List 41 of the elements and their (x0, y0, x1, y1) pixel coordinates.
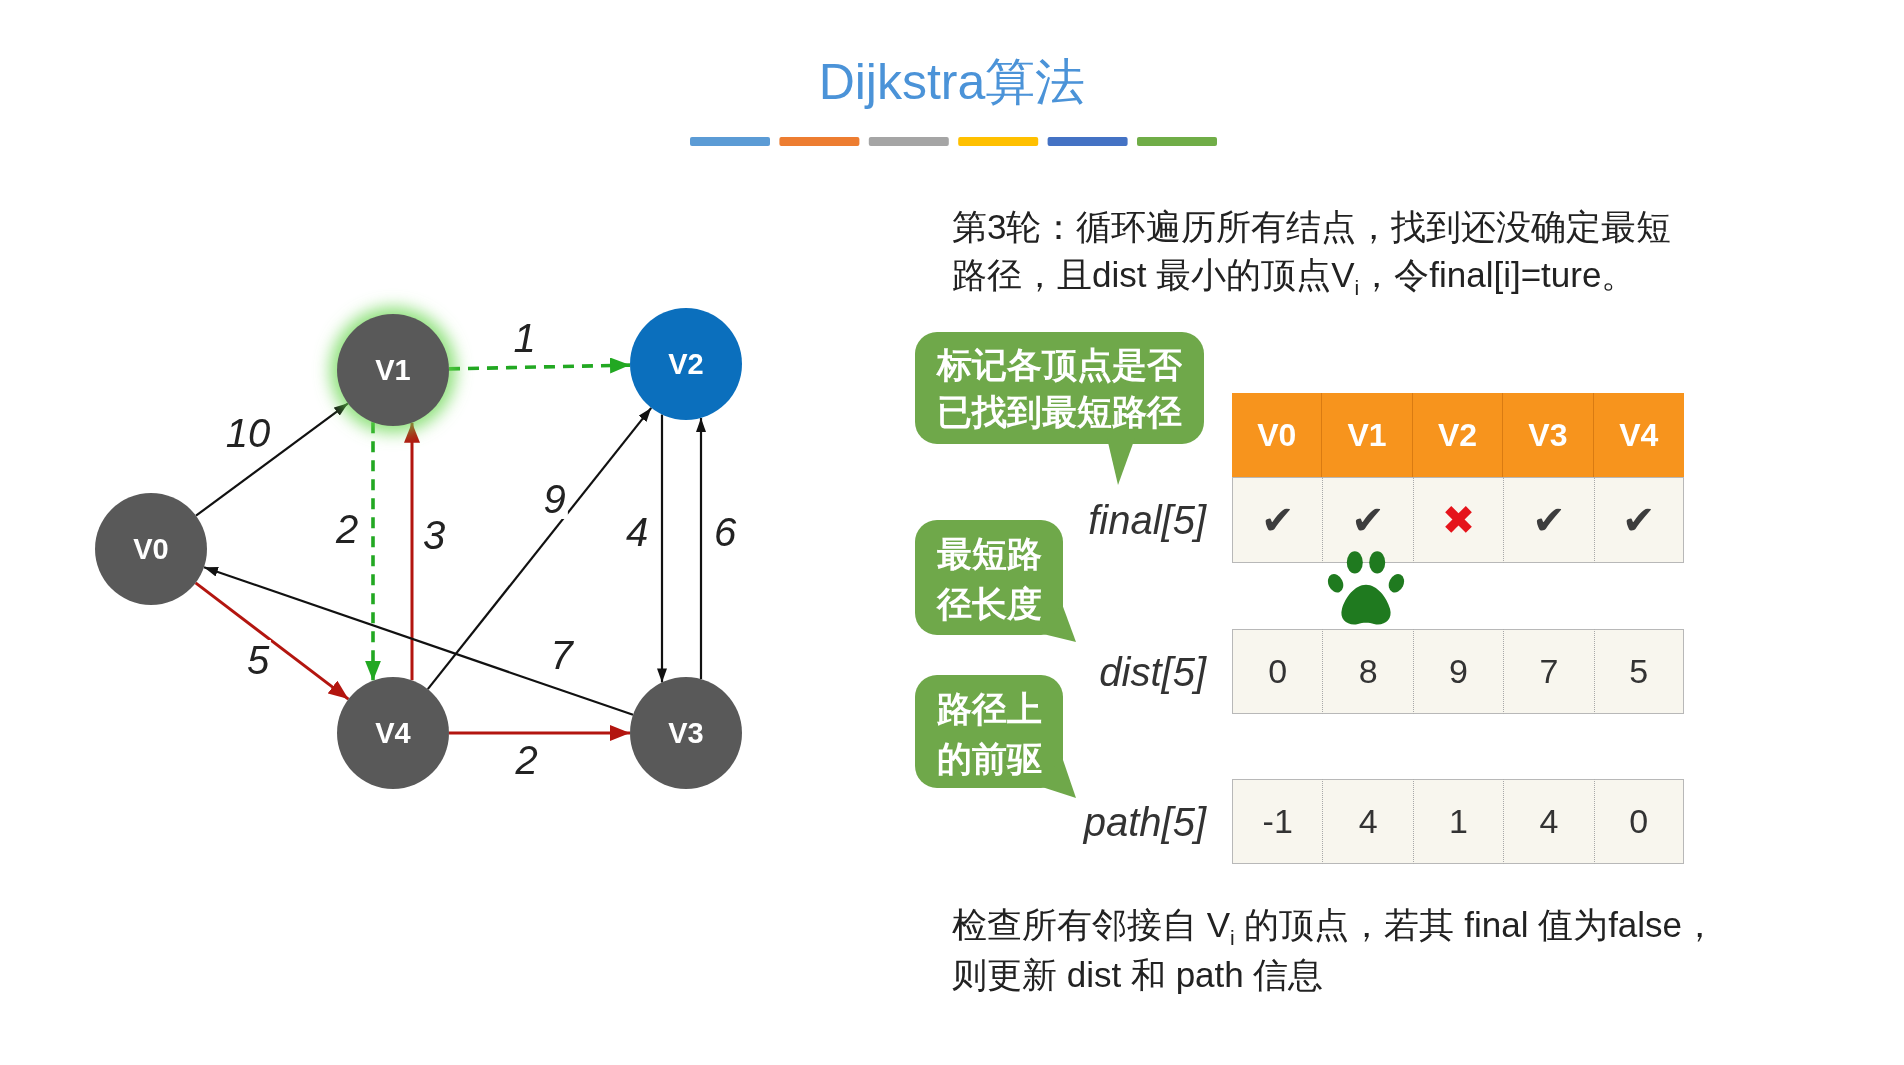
graph-vertex: V3 (630, 677, 742, 789)
header-cell: V3 (1503, 393, 1594, 477)
row-label: path[5] (1083, 798, 1206, 846)
row-label: dist[5] (1099, 648, 1206, 696)
value-cell: 0 (1232, 629, 1323, 714)
header-cell: V0 (1232, 393, 1323, 477)
value-cell: 0 (1593, 779, 1684, 864)
note-text: 检查所有邻接自 V$_{i}$ 的顶点，若其 final 值为false，则更新 dist 和 path 信息 (952, 904, 1719, 996)
status-cell: ✖ (1412, 477, 1504, 563)
value-cell: 4 (1322, 779, 1413, 864)
status-cell: ✔ (1503, 477, 1594, 563)
instruction-text: 第3轮：循环遍历所有结点，找到还没确定最短路径，且dist 最小的顶点V$_{i}$，令final[i]=ture。 (952, 206, 1673, 299)
header-cell: V1 (1322, 393, 1413, 477)
arrow (194, 581, 350, 701)
title: Dijkstra算法 (818, 53, 1086, 112)
value-cell: -1 (1232, 779, 1323, 864)
value-cell: 4 (1503, 779, 1594, 864)
arrow (657, 414, 667, 683)
arrow (696, 418, 706, 679)
arrow (426, 407, 653, 690)
graph-vertex: V0 (95, 493, 207, 605)
header-cell: V2 (1412, 393, 1504, 477)
status-cell: ✔ (1593, 477, 1684, 563)
dashed-arrow (365, 422, 381, 681)
value-cell: 9 (1412, 629, 1504, 714)
arrow (449, 725, 630, 741)
value-cell: 1 (1412, 779, 1504, 864)
value-cell: 5 (1593, 629, 1684, 714)
graph-vertex: V2 (630, 308, 742, 420)
arrow (404, 422, 420, 681)
status-cell: ✔ (1232, 477, 1323, 563)
row-label: final[5] (1088, 497, 1206, 544)
status-cell: ✔ (1322, 477, 1413, 563)
arrow (195, 402, 349, 517)
header-cell: V4 (1593, 393, 1684, 477)
dashed-arrow (448, 357, 631, 374)
value-cell: 8 (1322, 629, 1413, 714)
graph-vertex: V1 (337, 314, 449, 426)
graph-vertex: V4 (337, 677, 449, 789)
arrow (203, 566, 634, 716)
value-cell: 7 (1503, 629, 1594, 714)
